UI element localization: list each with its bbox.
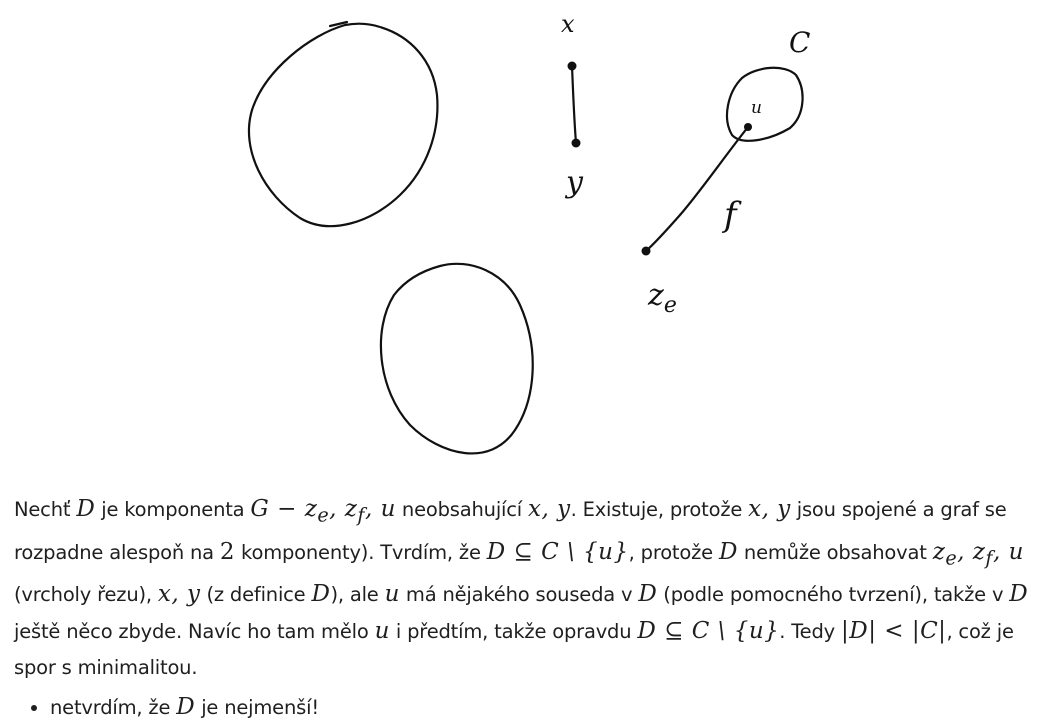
math-part: , u bbox=[365, 496, 396, 522]
vertex-y bbox=[571, 138, 581, 148]
notes-list: netvrdím, že D je nejmenší! bbox=[14, 690, 1034, 725]
label-u: u bbox=[751, 98, 762, 118]
text-run: ), ale bbox=[330, 583, 385, 607]
math-part: , u bbox=[993, 538, 1024, 565]
text-run: , protože bbox=[628, 540, 719, 564]
vertex-ze bbox=[641, 246, 651, 256]
text-run: (podle pomocného tvrzení), takže v bbox=[657, 583, 1010, 607]
math-u: u bbox=[384, 581, 400, 608]
math-d: D bbox=[76, 496, 96, 522]
text-run: , což je spor s minimalitou. bbox=[14, 620, 1014, 680]
text-run: jsou spojené a graf se rozpadne alespoň … bbox=[14, 498, 1007, 564]
math-d: D bbox=[718, 538, 738, 565]
math-part: , z bbox=[957, 538, 986, 565]
label-y: y bbox=[564, 165, 584, 200]
label-x: x bbox=[561, 10, 575, 38]
note-item: netvrdím, že D je nejmenší! bbox=[50, 690, 1034, 725]
math-subset: D ⊆ C \ {u} bbox=[637, 618, 780, 645]
label-ze-main: z bbox=[647, 278, 664, 313]
vertex-x bbox=[567, 61, 577, 71]
text-run: netvrdím, že bbox=[50, 696, 177, 720]
math-cut-vertices: ze, zf, u bbox=[932, 538, 1024, 570]
component-c bbox=[725, 66, 804, 142]
math-d: D bbox=[1009, 581, 1029, 608]
math-d: D bbox=[176, 694, 196, 721]
component-blob-top-left bbox=[247, 22, 439, 228]
text-run: (z definice bbox=[200, 583, 312, 607]
label-ze-sub: e bbox=[664, 293, 677, 318]
edge-f bbox=[644, 125, 750, 253]
text-run: . Tedy bbox=[779, 620, 841, 644]
text-run: je komponenta bbox=[95, 498, 251, 521]
math-d: D bbox=[638, 581, 658, 608]
component-blob-bottom bbox=[379, 262, 534, 455]
text-run: i předtím, takže opravdu bbox=[389, 620, 638, 644]
math-sub: f bbox=[357, 503, 365, 527]
text-run: neobsahující bbox=[395, 498, 528, 521]
label-c: C bbox=[789, 26, 810, 59]
text-run: ještě něco zbyde. Navíc ho tam mělo bbox=[14, 620, 375, 644]
math-sub: e bbox=[317, 503, 330, 527]
math-xy: x, y bbox=[157, 581, 201, 608]
math-part: , z bbox=[329, 496, 358, 522]
math-xy: x, y bbox=[748, 496, 791, 522]
proof-text: Nechť D je komponenta G − ze, zf, u neob… bbox=[14, 491, 1034, 725]
edge-x-y bbox=[570, 64, 578, 145]
math-d: D bbox=[311, 581, 331, 608]
math-xy: x, y bbox=[528, 496, 571, 522]
math-two: 2 bbox=[219, 538, 236, 565]
text-run: . Existuje, protože bbox=[570, 498, 749, 521]
text-run: nemůže obsahovat bbox=[737, 540, 933, 564]
text-run: Nechť bbox=[14, 498, 77, 521]
label-ze: ze bbox=[647, 278, 677, 318]
label-f: f bbox=[721, 195, 742, 235]
math-sub: e bbox=[945, 546, 958, 570]
math-sub: f bbox=[985, 546, 993, 570]
math-u: u bbox=[374, 618, 390, 645]
text-run: je nejmenší! bbox=[195, 696, 319, 720]
math-part: z bbox=[932, 538, 946, 565]
hand-drawn-sketch: x y C u f ze bbox=[247, 10, 810, 455]
text-run: komponenty). Tvrdím, že bbox=[235, 540, 487, 564]
math-part: G − z bbox=[250, 496, 318, 522]
text-run: (vrcholy řezu), bbox=[14, 583, 158, 607]
text-run: má nějakého souseda v bbox=[399, 583, 639, 607]
proof-paragraph: Nechť D je komponenta G − ze, zf, u neob… bbox=[14, 491, 1034, 686]
math-cardinality: |D| < |C| bbox=[841, 618, 947, 645]
blob-tick-mark bbox=[328, 20, 349, 28]
math-subset: D ⊆ C \ {u} bbox=[486, 538, 629, 565]
math-g-minus-cut: G − ze, zf, u bbox=[250, 496, 396, 527]
